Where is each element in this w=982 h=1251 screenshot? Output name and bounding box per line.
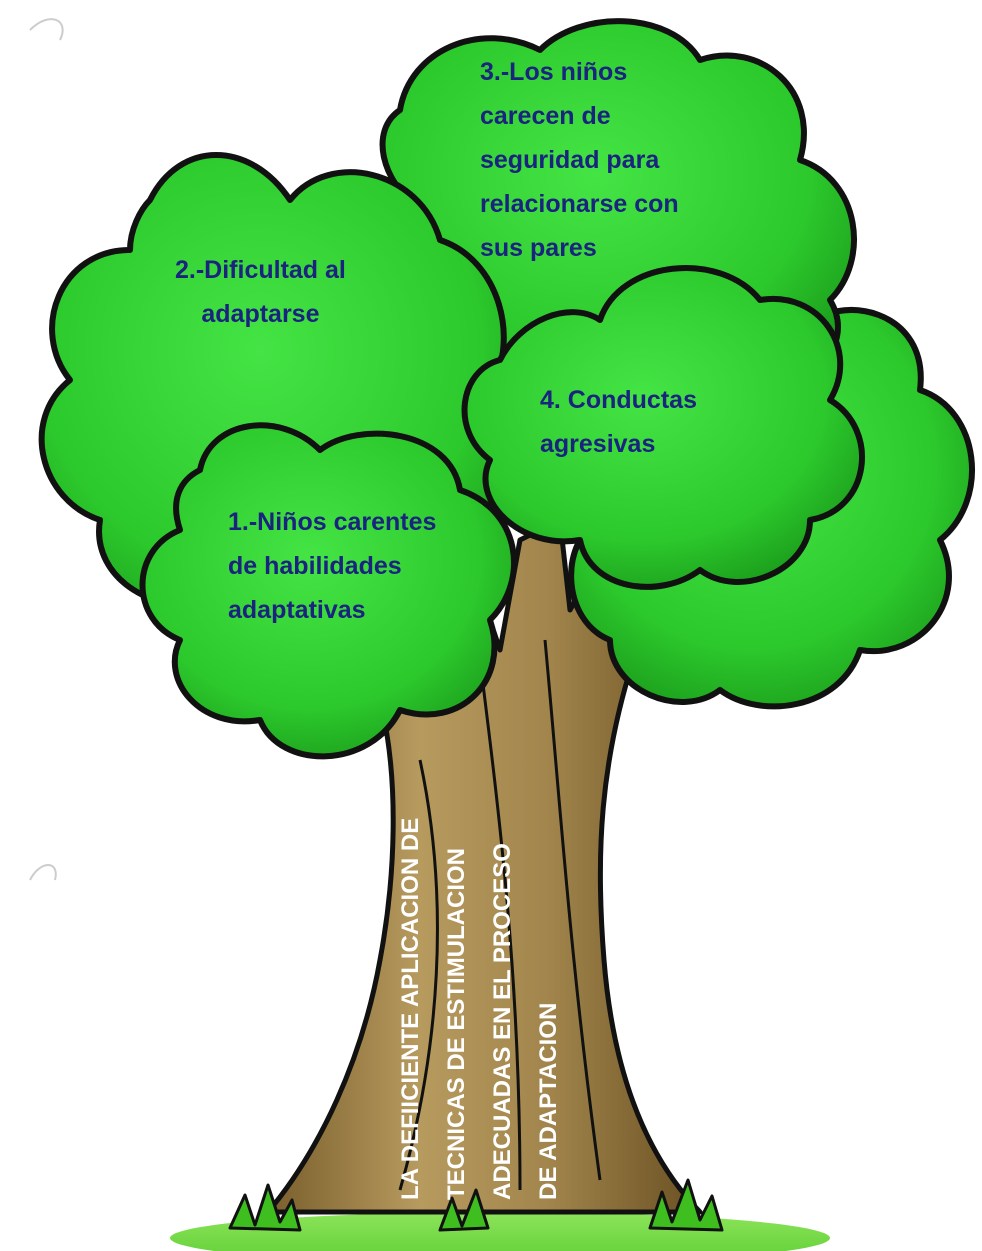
foliage [38, 18, 975, 760]
decorative-marks [29, 18, 64, 881]
trunk-label: LA DEFIICIENTE APLICACION DE TECNICAS DE… [388, 780, 572, 1200]
leaf-1-line: adaptativas [228, 596, 366, 624]
leaf-3-line: carecen de [480, 102, 611, 130]
leaf-label-1: 1.-Niños carentes de habilidades adaptat… [228, 500, 436, 632]
leaf-middle [461, 264, 865, 590]
leaf-4-line: 4. Conductas [540, 386, 697, 414]
leaf-3-line: sus pares [480, 234, 597, 262]
leaf-label-3: 3.-Los niños carecen de seguridad para r… [480, 50, 679, 270]
leaf-1-line: 1.-Niños carentes [228, 508, 437, 536]
leaf-label-4: 4. Conductas agresivas [540, 378, 697, 466]
trunk [265, 517, 703, 1215]
trunk-line: LA DEFIICIENTE APLICACION DE [397, 817, 424, 1200]
leaf-3-line: seguridad para [480, 146, 660, 174]
trunk-line: DE ADAPTACION [535, 1002, 562, 1200]
leaf-3-line: relacionarse con [480, 190, 679, 218]
leaf-1-line: de habilidades [228, 552, 402, 580]
leaf-lower [139, 422, 517, 760]
leaf-2-line: 2.-Dificultad al [175, 256, 346, 284]
grass-tufts [228, 1178, 724, 1232]
leaf-label-2: 2.-Dificultad al adaptarse [175, 248, 346, 336]
leaf-4-line: agresivas [540, 430, 656, 458]
leaf-2-line: adaptarse [201, 300, 320, 328]
leaf-3-line: 3.-Los niños [480, 58, 628, 86]
trunk-line: ADECUADAS EN EL PROCESO [489, 843, 516, 1200]
trunk-line: TECNICAS DE ESTIMULACION [443, 847, 470, 1200]
